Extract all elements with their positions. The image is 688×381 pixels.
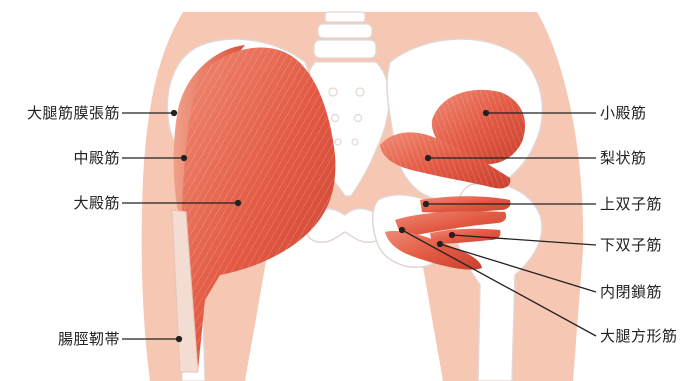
label-gluteus-medius: 中殿筋 bbox=[6, 149, 120, 167]
label-quadratus-femoris: 大腿方形筋 bbox=[600, 327, 678, 345]
label-iliotibial-band: 腸脛靭帯 bbox=[6, 330, 120, 348]
label-gluteus-maximus: 大殿筋 bbox=[6, 194, 120, 212]
label-gluteus-minimus: 小殿筋 bbox=[600, 104, 647, 122]
label-tensor-fasciae-latae: 大腿筋膜張筋 bbox=[6, 104, 120, 122]
label-gemellus-superior: 上双子筋 bbox=[600, 195, 662, 213]
label-gemellus-inferior: 下双子筋 bbox=[600, 236, 662, 254]
label-piriformis: 梨状筋 bbox=[600, 149, 647, 167]
label-obturator-internus: 内閉鎖筋 bbox=[600, 283, 662, 301]
